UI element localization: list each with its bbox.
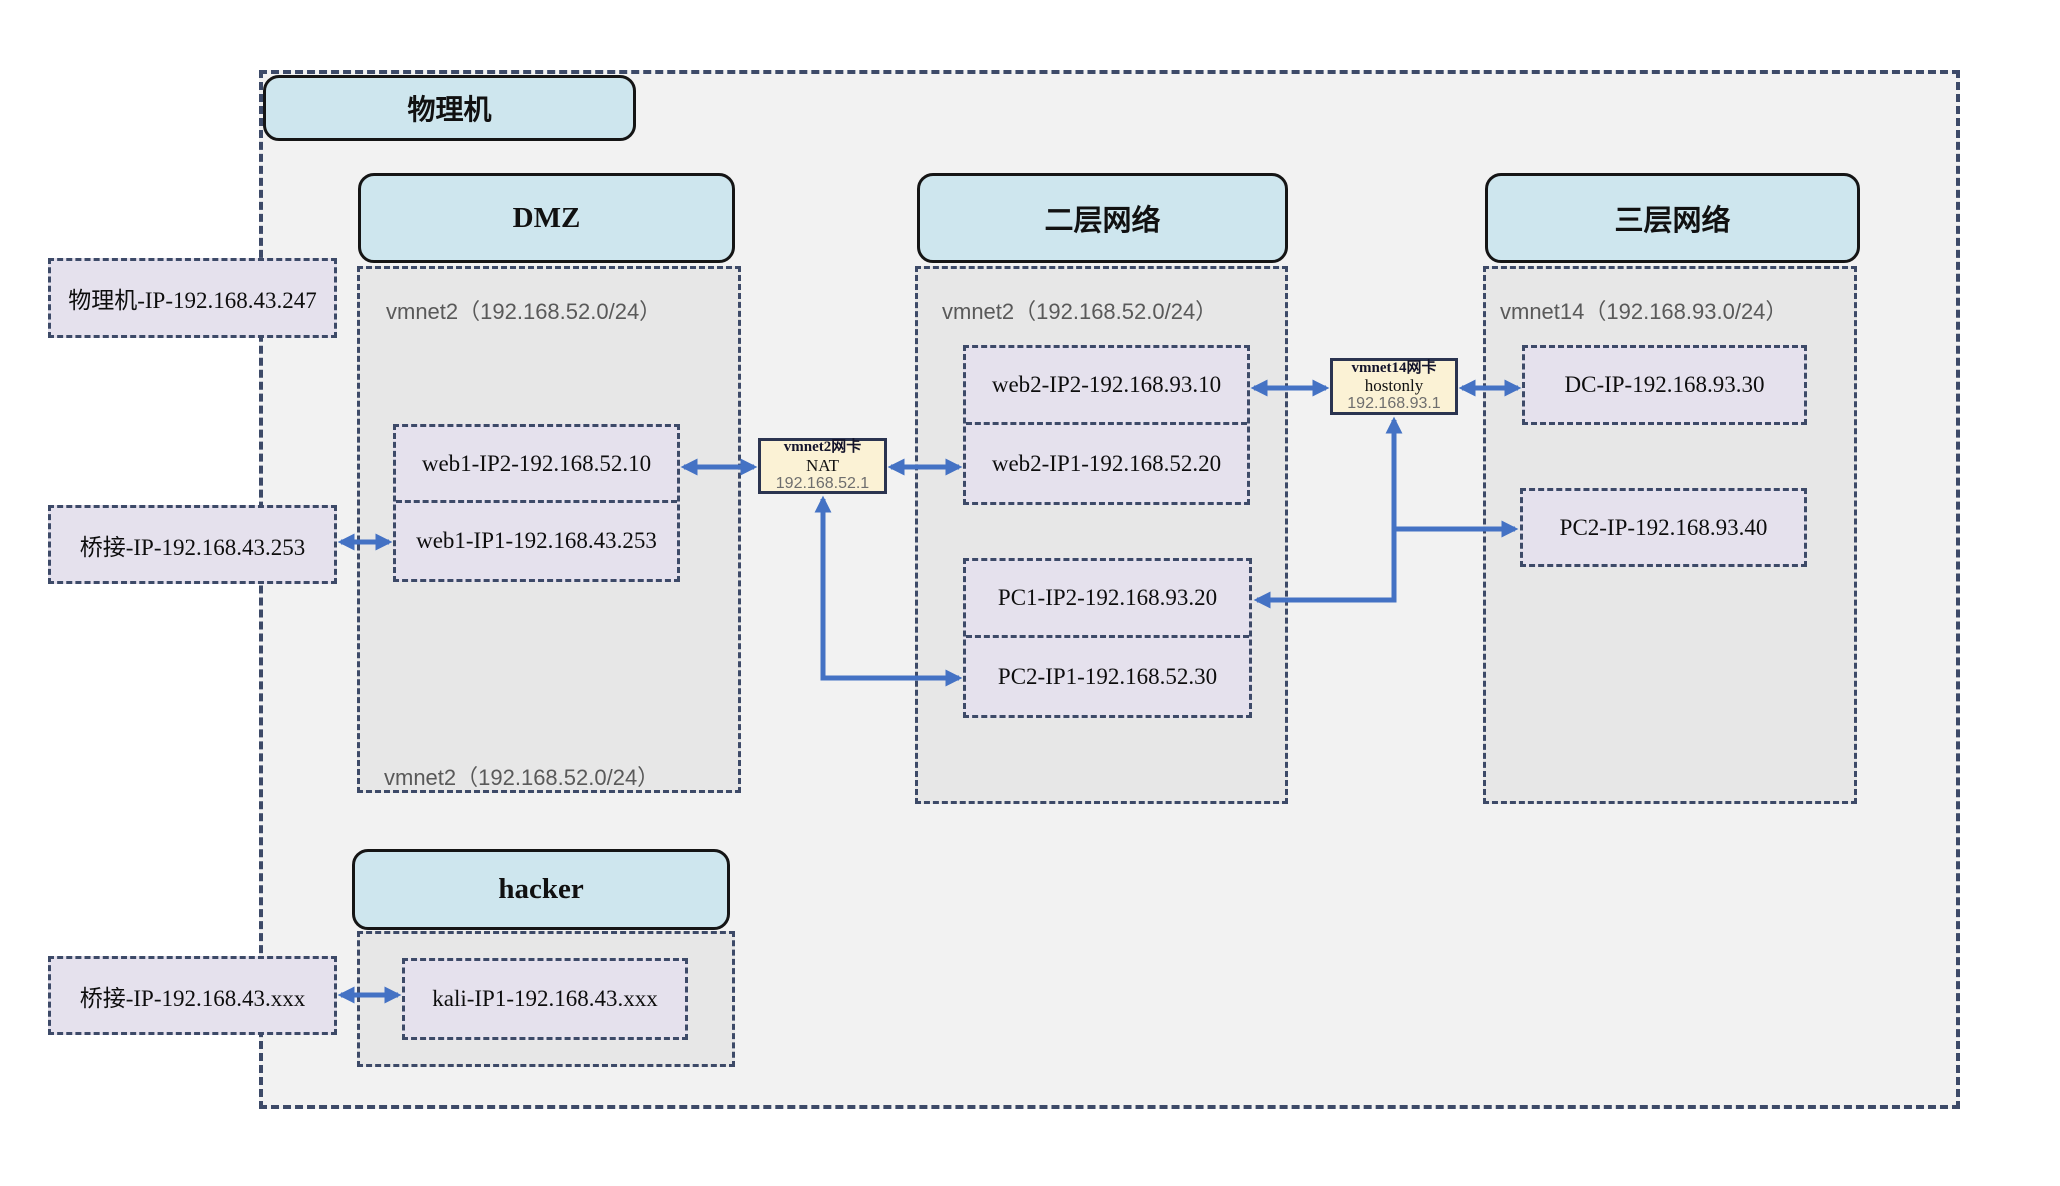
web2-ip1-label: web2-IP1-192.168.52.20 xyxy=(991,450,1222,476)
web2-node: web2-IP2-192.168.93.10 web2-IP1-192.168.… xyxy=(963,345,1250,505)
vmnet2-nat-adapter: vmnet2网卡 NAT 192.168.52.1 xyxy=(758,438,887,494)
pc-node: PC1-IP2-192.168.93.20 PC2-IP1-192.168.52… xyxy=(963,558,1252,718)
vmnet14-hostonly-adapter: vmnet14网卡 hostonly 192.168.93.1 xyxy=(1330,358,1458,415)
vmnet2-nat-mode: NAT xyxy=(805,455,840,475)
dc-node: DC-IP-192.168.93.30 xyxy=(1522,345,1807,425)
pc1-ip2-label: PC1-IP2-192.168.93.20 xyxy=(997,585,1218,610)
web2-ip2-row: web2-IP2-192.168.93.10 xyxy=(966,348,1247,425)
web1-ip2-row: web1-IP2-192.168.52.10 xyxy=(396,427,677,503)
vmnet14-hostonly-mode: hostonly xyxy=(1364,376,1424,396)
vmnet2-nat-ip: 192.168.52.1 xyxy=(775,474,870,492)
bridge-253-label: 桥接-IP-192.168.43.253 xyxy=(79,534,306,560)
physical-host-title: 物理机 xyxy=(407,95,492,126)
vmnet14-hostonly-name: vmnet14网卡 xyxy=(1351,359,1437,376)
pc2-node: PC2-IP-192.168.93.40 xyxy=(1520,488,1807,567)
layer2-zone-title: 二层网络 xyxy=(1044,205,1161,237)
layer2-subnet-label: vmnet2（192.168.52.0/24） xyxy=(942,299,1218,324)
web2-ip1-row: web2-IP1-192.168.52.20 xyxy=(966,425,1247,502)
web1-node: web1-IP2-192.168.52.10 web1-IP1-192.168.… xyxy=(393,424,680,582)
web2-ip2-label: web2-IP2-192.168.93.10 xyxy=(991,372,1222,397)
physical-host-ip-node: 物理机-IP-192.168.43.247 xyxy=(48,258,337,338)
dmz-zone-title: DMZ xyxy=(512,201,581,234)
kali-node: kali-IP1-192.168.43.xxx xyxy=(402,958,688,1040)
web1-ip1-row: web1-IP1-192.168.43.253 xyxy=(396,503,677,579)
hacker-zone-title: hacker xyxy=(498,873,584,905)
dmz-zone-header: DMZ xyxy=(358,173,735,263)
layer3-zone-title: 三层网络 xyxy=(1614,205,1731,237)
pc2-label: PC2-IP-192.168.93.40 xyxy=(1559,514,1768,540)
bridge-xxx-node: 桥接-IP-192.168.43.xxx xyxy=(48,956,337,1035)
bridge-xxx-label: 桥接-IP-192.168.43.xxx xyxy=(79,985,306,1011)
physical-host-header: 物理机 xyxy=(263,75,636,141)
dc-label: DC-IP-192.168.93.30 xyxy=(1564,372,1765,397)
vmnet2-nat-name: vmnet2网卡 xyxy=(783,439,862,456)
dmz-subnet-label-top: vmnet2（192.168.52.0/24） xyxy=(386,299,662,324)
layer3-subnet-label: vmnet14（192.168.93.0/24） xyxy=(1500,299,1788,324)
hacker-zone-header: hacker xyxy=(352,849,730,930)
physical-host-ip-label: 物理机-IP-192.168.43.247 xyxy=(68,288,317,313)
vmnet14-hostonly-ip: 192.168.93.1 xyxy=(1347,395,1441,413)
web1-ip2-label: web1-IP2-192.168.52.10 xyxy=(421,450,652,476)
web1-ip1-label: web1-IP1-192.168.43.253 xyxy=(416,528,657,553)
layer3-zone-header: 三层网络 xyxy=(1485,173,1860,263)
bridge-253-node: 桥接-IP-192.168.43.253 xyxy=(48,505,337,584)
pc2-ip1-label: PC2-IP1-192.168.52.30 xyxy=(997,663,1218,689)
pc1-ip2-row: PC1-IP2-192.168.93.20 xyxy=(966,561,1249,638)
dmz-subnet-label-bottom: vmnet2（192.168.52.0/24） xyxy=(384,765,660,790)
kali-label: kali-IP1-192.168.43.xxx xyxy=(432,986,658,1011)
pc2-ip1-row: PC2-IP1-192.168.52.30 xyxy=(966,638,1249,715)
layer2-zone-header: 二层网络 xyxy=(917,173,1288,263)
